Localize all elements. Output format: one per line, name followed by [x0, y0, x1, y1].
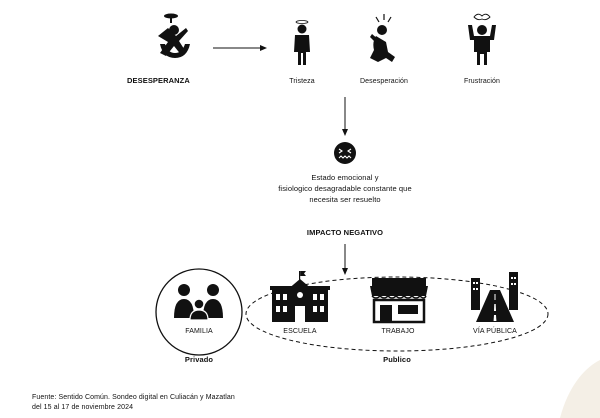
public-label: Publico — [383, 355, 411, 364]
place-label-trabajo: TRABAJO — [381, 328, 415, 335]
road-icon — [471, 272, 518, 322]
store-icon — [370, 278, 428, 324]
emotion-label-desesperacion: Desesperación — [360, 78, 408, 85]
source-line-1: Fuente: Sentido Común. Sondeo digital en… — [32, 394, 235, 401]
place-label-via-publica: VÍA PÚBLICA — [473, 328, 517, 335]
arrowhead-right — [260, 45, 267, 51]
public-ellipse — [245, 276, 549, 352]
distressed-face-icon — [334, 142, 356, 164]
emotion-label-frustracion: Frustración — [463, 78, 501, 85]
desperate-person-icon — [370, 14, 395, 62]
sad-person-icon — [294, 20, 310, 65]
private-label: Privado — [184, 355, 214, 364]
school-icon — [270, 271, 330, 322]
state-line-1: Estado emocional y — [311, 173, 379, 182]
family-icon — [174, 284, 223, 321]
place-label-familia: FAMILIA — [185, 328, 213, 335]
frustrated-person-icon — [468, 13, 496, 65]
emotion-label-tristeza: Tristeza — [289, 78, 315, 85]
corner-decoration — [560, 360, 600, 418]
private-circle — [155, 268, 243, 356]
state-line-3: necesita ser resuelto — [309, 195, 381, 204]
impact-label: IMPACTO NEGATIVO — [306, 228, 384, 237]
source-line-2: del 15 al 17 de noviembre 2024 — [32, 404, 134, 411]
place-label-escuela: ESCUELA — [283, 328, 317, 335]
root-label: DESESPERANZA — [127, 76, 190, 85]
arrowhead-down-2 — [342, 268, 348, 275]
arrowhead-down-1 — [342, 129, 348, 136]
despair-person-icon — [158, 13, 190, 58]
state-line-2: fisiologico desagradable constante que — [278, 184, 412, 193]
